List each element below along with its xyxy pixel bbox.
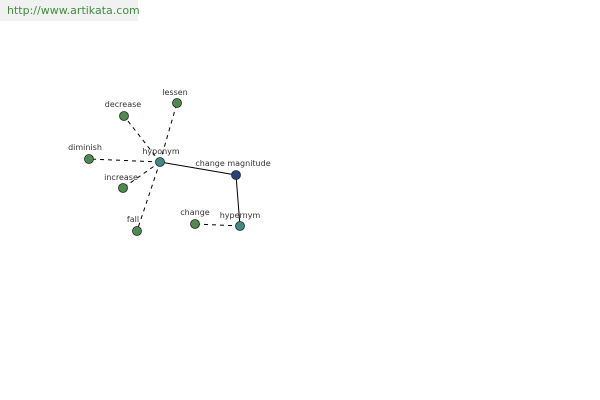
edge-hyponym-lessen (159, 102, 178, 163)
edge-change-magnitude-hypernym (235, 174, 241, 227)
label-lessen: lessen (162, 88, 187, 97)
node-hyponym[interactable] (155, 157, 165, 167)
edge-hyponym-decrease (123, 115, 161, 163)
graph-labels: change magnitude hyponym hypernym decrease l… (68, 88, 271, 224)
label-change: change (180, 208, 210, 217)
node-change-magnitude[interactable] (231, 170, 241, 180)
edge-hyponym-fall (136, 161, 161, 232)
site-url-link[interactable]: http://www.artikata.com (7, 4, 140, 17)
label-change-magnitude: change magnitude (195, 159, 270, 168)
node-change[interactable] (190, 219, 200, 229)
node-fall[interactable] (132, 226, 142, 236)
label-fall: fall (127, 215, 139, 224)
node-hypernym[interactable] (235, 221, 245, 231)
graph-edges (88, 102, 241, 232)
node-increase[interactable] (118, 183, 128, 193)
label-hypernym: hypernym (220, 211, 261, 220)
node-diminish[interactable] (84, 154, 94, 164)
label-hyponym: hyponym (142, 147, 180, 156)
edge-change-magnitude-hyponym (159, 161, 237, 176)
label-diminish: diminish (68, 143, 102, 152)
label-decrease: decrease (105, 100, 142, 109)
node-decrease[interactable] (119, 111, 129, 121)
graph-nodes (84, 98, 245, 236)
edge-hyponym-diminish (88, 158, 161, 163)
node-lessen[interactable] (172, 98, 182, 108)
edge-hypernym-change (194, 223, 241, 227)
url-bar: http://www.artikata.com (0, 0, 140, 21)
label-increase: increase (104, 173, 138, 182)
